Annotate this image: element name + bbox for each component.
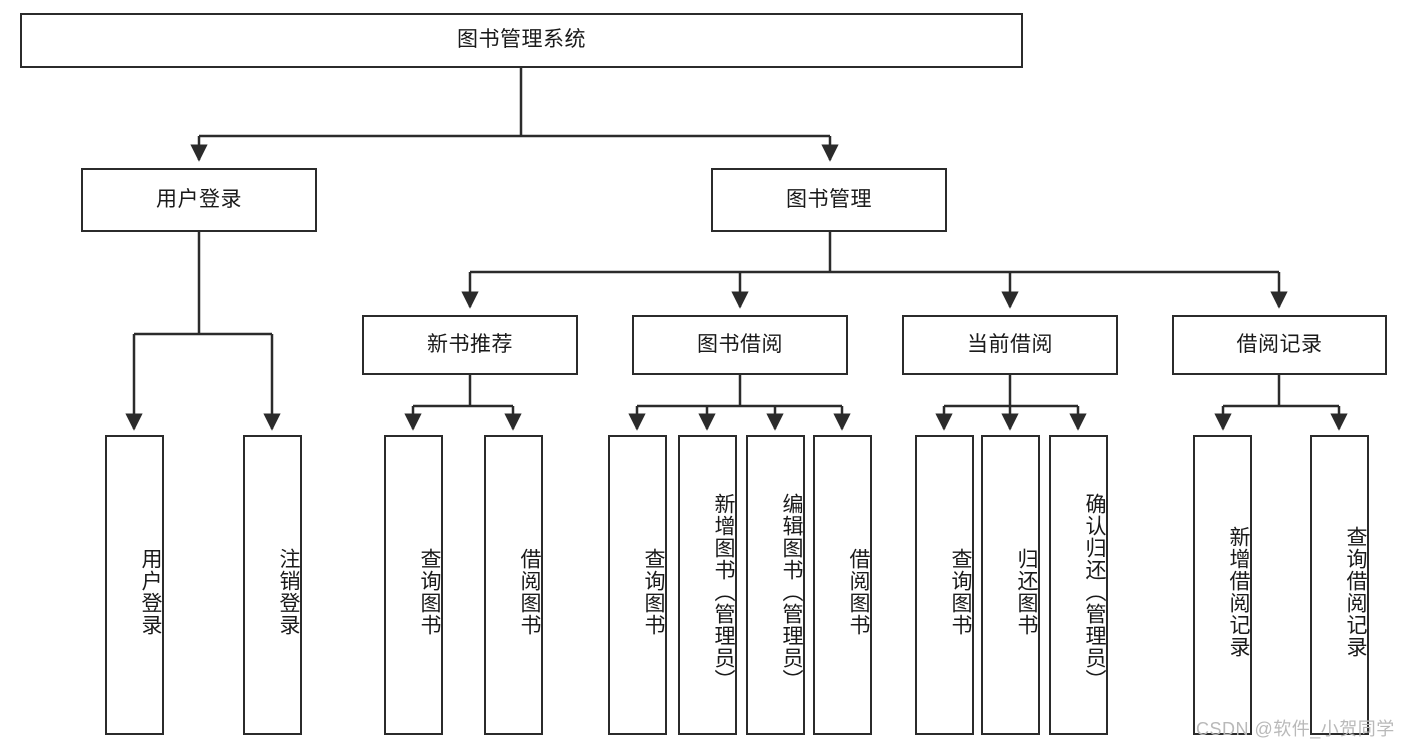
node-label: 查询图书	[949, 548, 972, 636]
node-leaf-edit-book-admin[interactable]: 编辑图书（管理员）	[746, 435, 805, 735]
node-label: 图书管理系统	[457, 28, 586, 52]
node-leaf-add-book-admin[interactable]: 新增图书（管理员）	[678, 435, 737, 735]
node-leaf-borrow-book-2[interactable]: 借阅图书	[813, 435, 872, 735]
node-book-management[interactable]: 图书管理	[711, 168, 947, 232]
node-label: 图书借阅	[697, 332, 783, 356]
node-borrow-record[interactable]: 借阅记录	[1172, 315, 1387, 375]
node-leaf-user-login[interactable]: 用户登录	[105, 435, 164, 735]
node-label: 借阅图书	[518, 548, 541, 636]
csdn-watermark: CSDN @软件_小贺同学	[1196, 719, 1395, 739]
node-label: 图书管理	[786, 187, 872, 211]
node-label: 编辑图书（管理员）	[780, 493, 803, 691]
node-leaf-query-borrow-record[interactable]: 查询借阅记录	[1310, 435, 1369, 735]
node-book-management-system[interactable]: 图书管理系统	[20, 13, 1023, 68]
node-current-borrow[interactable]: 当前借阅	[902, 315, 1118, 375]
node-new-book-recommend[interactable]: 新书推荐	[362, 315, 578, 375]
node-label: 新增借阅记录	[1227, 526, 1250, 658]
node-label: 借阅图书	[847, 548, 870, 636]
node-leaf-borrow-book-1[interactable]: 借阅图书	[484, 435, 543, 735]
node-label: 当前借阅	[967, 332, 1053, 356]
node-label: 新书推荐	[427, 332, 513, 356]
node-label: 查询图书	[418, 548, 441, 636]
node-label: 查询图书	[642, 548, 665, 636]
node-label: 确认归还（管理员）	[1083, 493, 1106, 691]
node-leaf-query-book-3[interactable]: 查询图书	[915, 435, 974, 735]
node-book-borrow[interactable]: 图书借阅	[632, 315, 848, 375]
node-label: 查询借阅记录	[1344, 526, 1367, 658]
node-leaf-logout-login[interactable]: 注销登录	[243, 435, 302, 735]
node-user-login[interactable]: 用户登录	[81, 168, 317, 232]
node-label: 新增图书（管理员）	[712, 493, 735, 691]
node-leaf-query-book-2[interactable]: 查询图书	[608, 435, 667, 735]
node-leaf-confirm-return-admin[interactable]: 确认归还（管理员）	[1049, 435, 1108, 735]
node-label: 借阅记录	[1236, 332, 1323, 356]
node-leaf-query-book-1[interactable]: 查询图书	[384, 435, 443, 735]
node-label: 用户登录	[156, 187, 242, 211]
node-leaf-return-book[interactable]: 归还图书	[981, 435, 1040, 735]
node-label: 注销登录	[277, 548, 300, 636]
node-label: 用户登录	[139, 548, 162, 636]
node-leaf-add-borrow-record[interactable]: 新增借阅记录	[1193, 435, 1252, 735]
node-label: 归还图书	[1015, 548, 1038, 636]
